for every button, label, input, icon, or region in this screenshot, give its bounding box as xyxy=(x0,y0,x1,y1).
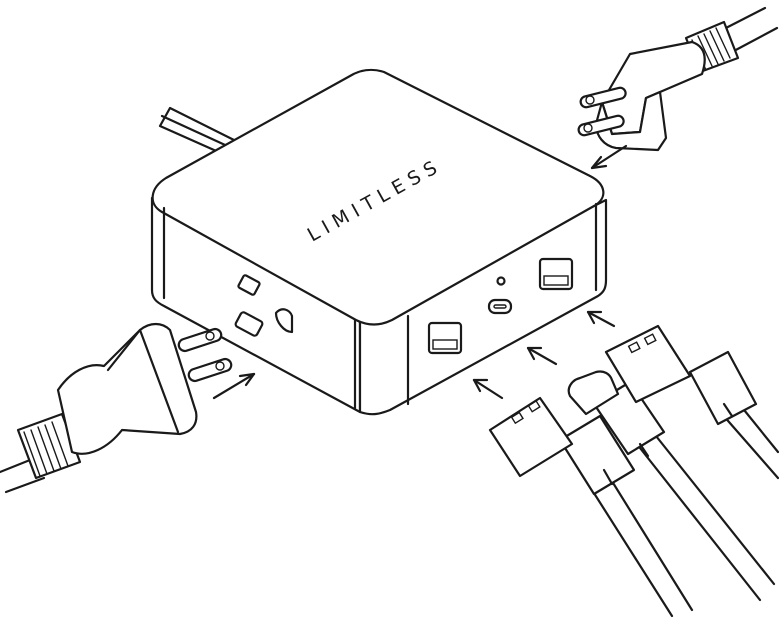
usb-a-port-front xyxy=(427,321,463,355)
usb-c-port xyxy=(487,298,513,315)
ac-outlet-left-face xyxy=(234,274,294,337)
usb-a-plug-rear xyxy=(604,324,779,480)
indicator-led xyxy=(496,276,506,286)
usb-a-plug-front xyxy=(488,396,694,618)
insert-arrow-usb-a-front xyxy=(472,378,504,400)
charging-station-body: LIMITLESS xyxy=(150,68,608,416)
ac-plug-bottom-left xyxy=(0,322,233,494)
insert-arrow-usb-c xyxy=(526,346,558,366)
insert-arrow-ac-top xyxy=(590,144,628,170)
usb-a-port-rear xyxy=(538,257,574,291)
insert-arrow-usb-a-rear xyxy=(586,310,616,328)
insert-arrow-ac-bottom xyxy=(212,372,256,400)
usb-c-plug xyxy=(567,370,776,602)
ac-plug-top-right xyxy=(577,6,779,152)
